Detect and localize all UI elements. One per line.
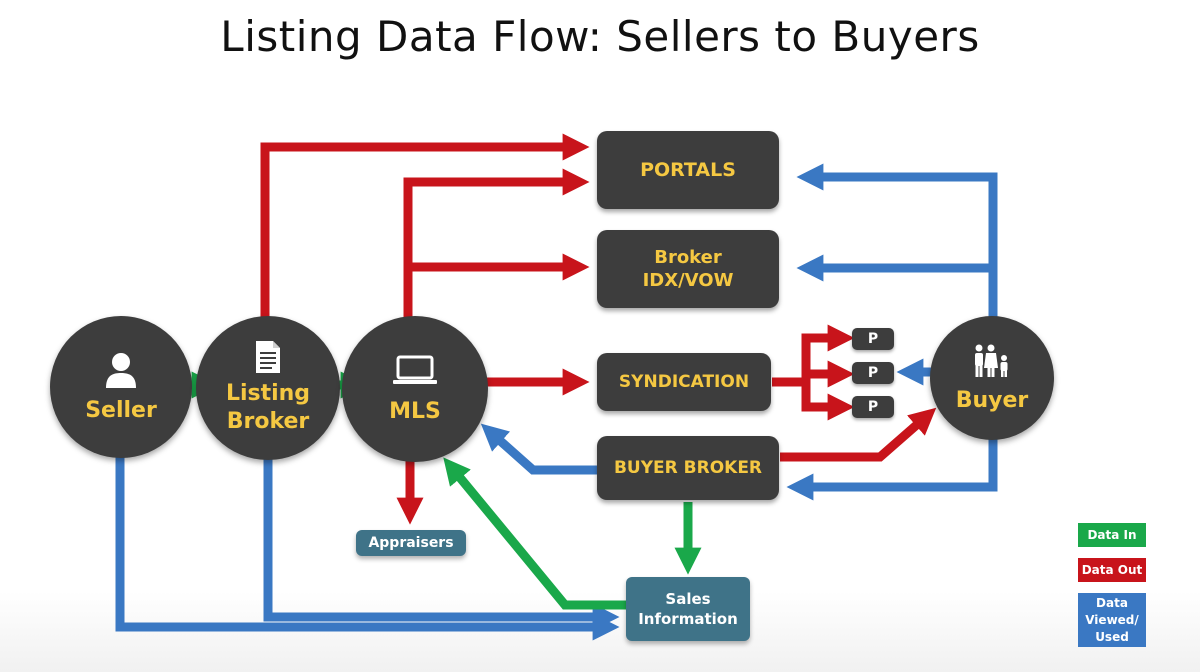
portal-chip: P — [852, 328, 894, 350]
sales-information-node: Sales Information — [626, 577, 750, 641]
portal-chip-label: P — [867, 365, 879, 381]
legend-data-viewed-line1: Data — [1096, 595, 1128, 610]
blue-flow-seller-to-sales — [115, 455, 620, 641]
syndication-node: SYNDICATION — [597, 353, 771, 411]
green-flow-sales-to-mls — [443, 457, 628, 610]
document-icon — [256, 341, 280, 373]
legend-data-viewed-line2: Viewed/ — [1085, 612, 1139, 627]
portal-chip: P — [852, 396, 894, 418]
mls-node: MLS — [342, 316, 488, 462]
sales-information-line2: Information — [638, 610, 738, 628]
laptop-icon — [393, 355, 437, 384]
seller-label: Seller — [85, 397, 157, 423]
listing-broker-label-line2: Broker — [226, 409, 310, 434]
blue-flow-buyer-to-portals — [796, 163, 998, 340]
broker-idx-label-line2: IDX/VOW — [642, 270, 734, 291]
portals-label: PORTALS — [640, 159, 736, 181]
portal-chip-label: P — [867, 331, 879, 347]
mls-label: MLS — [389, 398, 441, 424]
broker-idx-vow-node: Broker IDX/VOW — [597, 230, 779, 308]
red-flow-syndication-to-p3 — [801, 382, 855, 421]
portal-chip-label: P — [867, 399, 879, 415]
blue-flow-buyer-to-buyer-broker — [786, 428, 998, 501]
legend-data-viewed-line3: Used — [1095, 629, 1129, 644]
seller-node: Seller — [50, 316, 192, 458]
syndication-label: SYNDICATION — [618, 372, 750, 392]
family-icon — [975, 344, 1008, 377]
appraisers-node: Appraisers — [356, 530, 466, 556]
diagram-title: Listing Data Flow: Sellers to Buyers — [220, 12, 980, 61]
red-flow-listing-broker-to-portals — [260, 133, 590, 318]
portals-node: PORTALS — [597, 131, 779, 209]
sales-information-line1: Sales — [665, 590, 711, 608]
red-flow-syndication-to-p1 — [772, 324, 855, 387]
broker-idx-label-line1: Broker — [654, 247, 722, 268]
legend-data-out-label: Data Out — [1081, 562, 1143, 577]
appraisers-label: Appraisers — [368, 535, 454, 551]
buyer-broker-label: BUYER BROKER — [613, 458, 763, 478]
blue-flow-buyer-broker-to-mls — [480, 423, 598, 475]
buyer-broker-node: BUYER BROKER — [597, 436, 779, 500]
person-icon — [106, 352, 136, 388]
blue-flow-listing-broker-to-sales — [263, 458, 620, 631]
listing-broker-label-line1: Listing — [225, 381, 311, 406]
red-flow-buyer-broker-to-buyer — [780, 407, 937, 462]
buyer-label: Buyer — [955, 387, 1029, 413]
red-flow-mls-to-portals — [403, 168, 590, 318]
legend-data-in: Data In — [1078, 523, 1146, 547]
legend-data-viewed: Data Viewed/ Used — [1078, 593, 1146, 647]
legend-data-in-label: Data In — [1087, 527, 1137, 542]
buyer-node: Buyer — [930, 316, 1054, 440]
portal-chip: P — [852, 362, 894, 384]
listing-broker-node: Listing Broker — [196, 316, 340, 460]
legend-data-out: Data Out — [1078, 558, 1146, 582]
